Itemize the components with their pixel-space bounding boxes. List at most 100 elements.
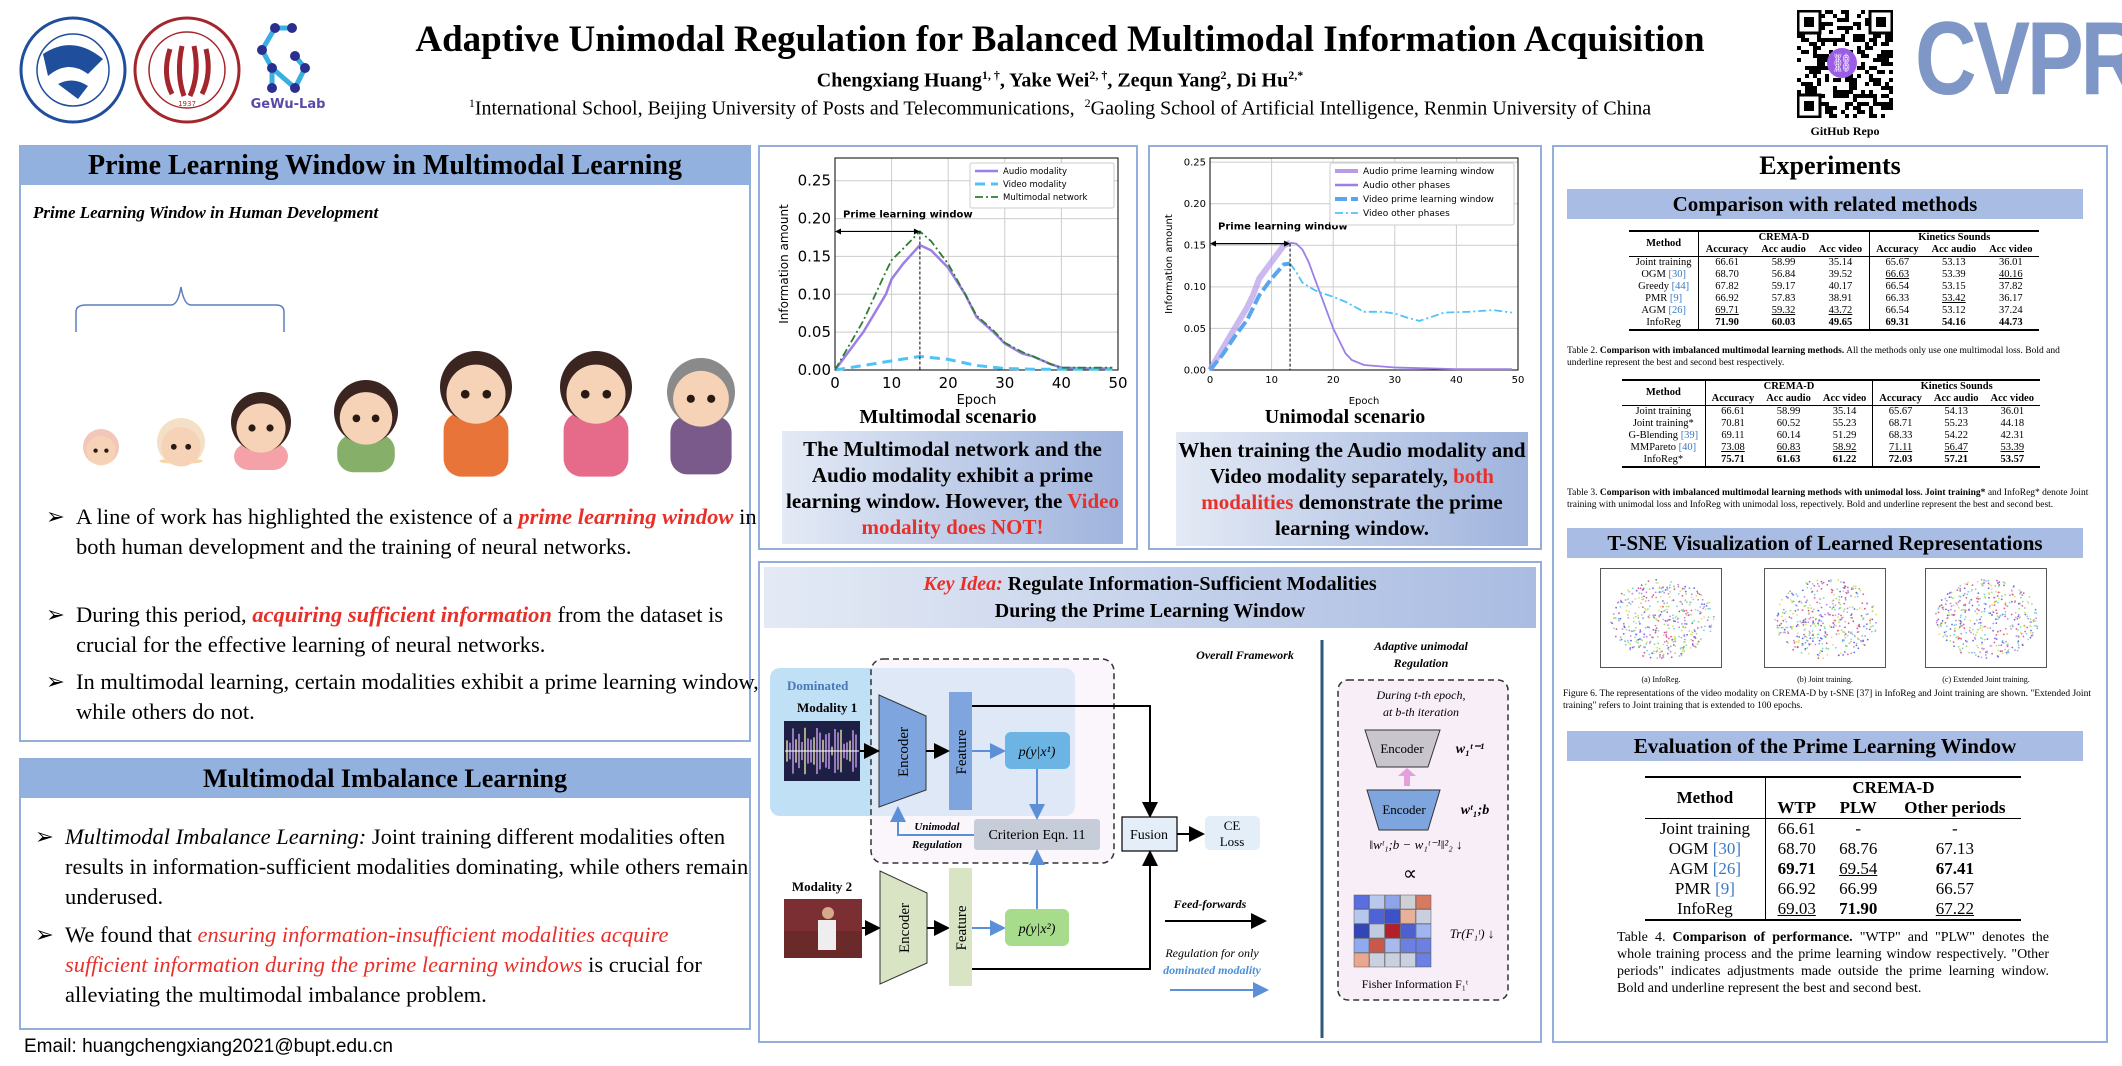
- table4-caption: Table 4. Comparison of performance. "WTP…: [1617, 929, 2049, 997]
- value-cell: 69.03: [1777, 899, 1816, 918]
- value-cell: 58.99: [1776, 406, 1801, 417]
- citation-link[interactable]: [9]: [1669, 293, 1683, 304]
- value-cell: 55.23: [1944, 418, 1968, 429]
- finding-highlight: Video modality does NOT!: [861, 489, 1119, 539]
- y-tick-label: 0.10: [1184, 282, 1206, 293]
- p2-label: p(y|x²): [1018, 922, 1056, 937]
- value-cell: 39.52: [1828, 269, 1853, 280]
- citation-link[interactable]: [30]: [1668, 269, 1686, 280]
- method-cell: InfoReg*: [1622, 454, 1706, 467]
- finding-text: demonstrate the prime learning window.: [1274, 490, 1503, 540]
- citation-link[interactable]: [30]: [1712, 839, 1742, 858]
- author-sup: 2,*: [1288, 68, 1304, 82]
- qr-label: GitHub Repo: [1810, 124, 1880, 138]
- value-cell: 66.92: [1777, 879, 1816, 898]
- method-cell: PMR [9]: [1629, 293, 1700, 305]
- waveform-icon: [785, 727, 859, 775]
- value-cell: 53.15: [1942, 281, 1966, 292]
- adaptive-title: Regulation: [1393, 656, 1449, 670]
- value-cell: 71.90: [1839, 899, 1878, 918]
- trace-formula: Tr(F₁ᵗ) ↓: [1450, 926, 1495, 941]
- section-prime-learning-window: Prime Learning Window in Multimodal Lear…: [19, 145, 759, 742]
- encoder-prev-shape: [1364, 729, 1441, 768]
- person-body: [443, 412, 509, 477]
- value-cell: 58.99: [1771, 257, 1796, 268]
- value-cell: 56.84: [1771, 269, 1796, 280]
- citation-link[interactable]: [44]: [1671, 281, 1690, 292]
- author-sup: 2: [1220, 68, 1227, 82]
- value-cell: 61.63: [1776, 454, 1801, 465]
- series-line-multimodal-network: [834, 230, 1113, 371]
- tsne-label: (b) Joint training.: [1797, 675, 1853, 684]
- link-icon: ⛓: [1827, 48, 1857, 78]
- method-cell: Greedy [44]: [1629, 281, 1700, 293]
- author-name: Chengxiang Huang: [816, 69, 982, 92]
- arrow-bullet-icon: ➢: [46, 504, 65, 529]
- citation-link[interactable]: [26]: [1668, 305, 1686, 316]
- contact-email[interactable]: Email: huangchengxiang2021@bupt.edu.cn: [24, 1036, 393, 1057]
- value-cell: 37.24: [1999, 305, 2023, 316]
- value-cell: 35.14: [1832, 406, 1857, 417]
- encoder-prev-label: Encoder: [1380, 741, 1424, 756]
- renmin-year: 1937: [178, 100, 196, 108]
- method-name: Greedy: [1638, 281, 1672, 292]
- figure-label: Prime Learning Window in Human Developme…: [33, 203, 379, 222]
- citation-link[interactable]: [40]: [1678, 442, 1697, 453]
- during-text: at b-th iteration: [1383, 705, 1459, 719]
- column-header: Acc video: [1990, 393, 2034, 404]
- value-cell: 43.72: [1828, 305, 1853, 316]
- person-body: [670, 415, 732, 475]
- regulation-label: Regulation: [911, 839, 962, 851]
- legend-box: [1329, 162, 1515, 226]
- value-cell: 67.82: [1715, 281, 1739, 292]
- value-cell: 73.08: [1721, 442, 1745, 453]
- legend-entry: Audio other phases: [1363, 181, 1450, 191]
- column-header: Acc video: [1989, 244, 2033, 255]
- annotation-label: Prime learning window: [1218, 222, 1348, 233]
- method-name: OGM: [1641, 269, 1669, 280]
- p1-box: [1005, 732, 1070, 769]
- finding-text: The Multimodal network and the Audio mod…: [786, 437, 1102, 513]
- value-cell: 53.57: [2000, 454, 2025, 465]
- caption-label: Table 2.: [1567, 346, 1598, 356]
- arrow-bullet-icon: ➢: [46, 669, 65, 694]
- caption-label: Table 4.: [1617, 930, 1666, 945]
- multimodal-finding-box: The Multimodal network and the Audio mod…: [782, 431, 1123, 544]
- value-cell: 70.81: [1721, 418, 1745, 429]
- x-tick-label: 20: [939, 374, 958, 392]
- value-cell: 53.39: [1942, 269, 1966, 280]
- finding-text: When training the Audio modality and Vid…: [1178, 438, 1526, 488]
- bullet-item: ➢During this period, acquiring sufficien…: [46, 600, 766, 660]
- value-cell: 65.67: [1885, 257, 1910, 268]
- x-tick-label: 40: [1450, 375, 1463, 386]
- person-body: [337, 434, 395, 473]
- p2-box: [1005, 909, 1069, 946]
- x-tick-label: 20: [1327, 375, 1340, 386]
- bullet-item: ➢Multimodal Imbalance Learning: Joint tr…: [35, 822, 755, 912]
- value-cell: 66.99: [1839, 879, 1878, 898]
- tsne-plot-extended: [1925, 568, 2047, 668]
- citation-link[interactable]: [39]: [1680, 430, 1699, 441]
- column-header: Other periods: [1904, 798, 2006, 817]
- bullet-item: ➢We found that ensuring information-insu…: [35, 920, 755, 1010]
- value-cell: 53.12: [1942, 305, 1966, 316]
- method-name: PMR: [1645, 293, 1670, 304]
- method-name: Joint training: [1635, 406, 1692, 417]
- group-header: Kinetics Sounds: [1918, 232, 1991, 243]
- citation-link[interactable]: [26]: [1712, 859, 1742, 878]
- plot-frame: [1209, 157, 1519, 371]
- value-cell: 65.67: [1888, 406, 1913, 417]
- github-qr-code[interactable]: [1796, 9, 1894, 119]
- x-tick-label: 10: [882, 374, 901, 392]
- framework-diagram: Dominated Modality 1 Encoder Feature p(y…: [770, 639, 1509, 1038]
- feature1-label: Feature: [954, 729, 970, 774]
- value-cell: 60.52: [1776, 418, 1801, 429]
- value-cell: 68.70: [1715, 269, 1739, 280]
- citation-link[interactable]: [9]: [1715, 879, 1735, 898]
